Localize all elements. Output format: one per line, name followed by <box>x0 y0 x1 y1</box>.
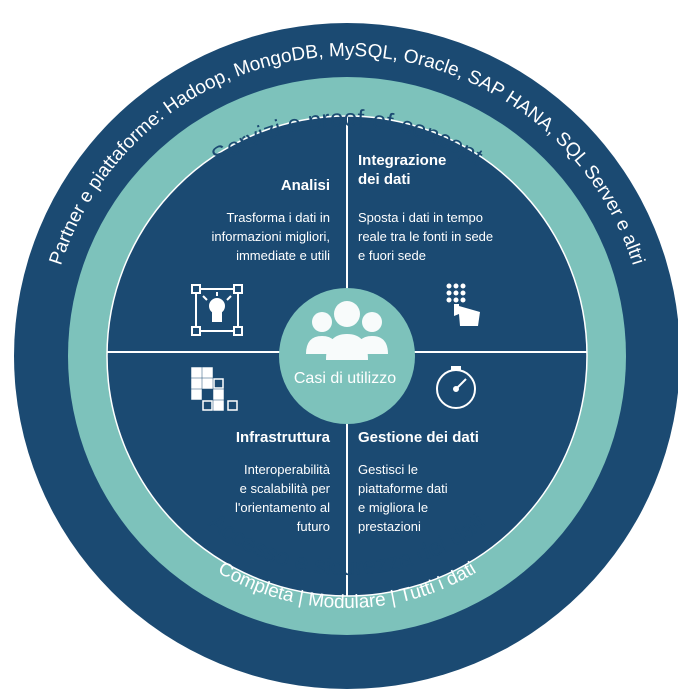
blocks-icon <box>191 367 238 411</box>
gestione-text: Gestisci le piattaforme dati e migliora … <box>358 462 448 534</box>
infrastruttura-text: Interoperabilità e scalabilità per l'ori… <box>235 462 330 534</box>
gauge-icon <box>436 366 476 409</box>
integrazione-text: Sposta i dati in tempo reale tra le font… <box>358 210 494 263</box>
center-label: Casi di utilizzo <box>293 370 397 387</box>
people-group-icon <box>306 301 388 360</box>
gestione-title: Gestione dei dati <box>358 429 479 446</box>
touch-keypad-icon <box>446 283 480 326</box>
analisi-title: Analisi <box>280 177 330 194</box>
analisi-text: Trasforma i dati in informazioni miglior… <box>211 210 330 263</box>
integrazione-title: Integrazione dei dati <box>358 152 447 188</box>
analytics-icon <box>191 284 243 336</box>
infrastruttura-title: Infrastruttura <box>235 429 330 446</box>
